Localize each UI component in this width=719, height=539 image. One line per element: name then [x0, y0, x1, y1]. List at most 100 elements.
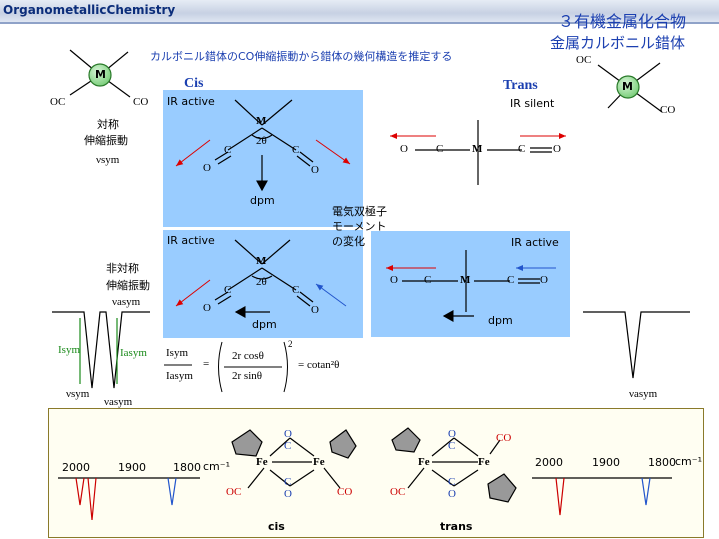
cis-bridge-c-bottom: C	[284, 476, 292, 488]
panel-cis-asym	[163, 230, 363, 338]
cis-bridge-o-top: O	[284, 428, 292, 440]
spectrum-nu-sym: νsym	[66, 388, 90, 400]
right-oc-label: OC	[576, 54, 592, 66]
trans-tick-1800: 1800	[648, 456, 676, 469]
nu-sym-label: νsym	[96, 154, 120, 166]
trans-c2: C	[518, 143, 526, 155]
cis-asym-angle: 2θ	[256, 276, 267, 288]
cis-tick-1900: 1900	[118, 461, 146, 474]
cis-asym-ir-active-label: IR active	[167, 234, 215, 247]
eq-rhs: = cotan²θ	[298, 359, 340, 371]
sym-stretch-label-1: 対称	[97, 118, 119, 131]
trans-asym-dpm-label: dpm	[488, 314, 513, 327]
trans-spectrum	[532, 477, 672, 516]
dipole-note: 電気双極子モーメントの変化	[332, 205, 387, 248]
panel-trans-asym	[371, 231, 570, 337]
i-sym-label: Isym	[58, 344, 80, 356]
left-oc-label: OC	[50, 96, 66, 108]
cis-co-terminal: CO	[337, 486, 353, 498]
header-divider	[0, 22, 719, 24]
right-co-label: CO	[660, 104, 676, 116]
trans-tick-1900: 1900	[592, 456, 620, 469]
trans-co-terminal: CO	[496, 432, 512, 444]
trans-caption: trans	[440, 520, 473, 533]
trans-heading: Trans	[503, 78, 538, 93]
eq-equals: =	[203, 358, 210, 370]
eq-i-asym: Iasym	[166, 370, 193, 382]
cis-heading: Cis	[184, 76, 204, 91]
trans-tick-2000: 2000	[535, 456, 563, 469]
left-ir-spectrum	[52, 311, 150, 389]
cis-dpm-label: dpm	[250, 194, 275, 207]
trans-bridge-c-top: C	[448, 440, 456, 452]
eq-numerator: 2r cosθ	[232, 350, 264, 362]
left-metal-label: M	[95, 68, 106, 81]
cis-asym-o2: O	[311, 304, 319, 316]
trans-ir-silent-label: IR silent	[510, 97, 555, 110]
cis-c1: C	[224, 144, 232, 156]
cis-oc-terminal: OC	[226, 486, 242, 498]
asym-stretch-label-2: 伸縮振動	[106, 279, 150, 292]
trans-oc-terminal: OC	[390, 486, 406, 498]
trans-asym-c2: C	[507, 274, 515, 286]
trans-asym-c1: C	[424, 274, 432, 286]
cis-spectrum	[58, 477, 200, 521]
header-bar	[0, 0, 719, 22]
left-co-label: CO	[133, 96, 149, 108]
cis-sym-diagram	[214, 99, 314, 192]
cis-asym-diagram	[214, 239, 314, 318]
cis-caption: cis	[268, 520, 285, 533]
trans-fe2-structure	[391, 427, 517, 503]
cis-o2: O	[311, 164, 319, 176]
trans-o1: O	[400, 143, 408, 155]
trans-o2: O	[553, 143, 561, 155]
spectrum-nu-asym: νasym	[104, 396, 133, 408]
trans-sym-diagram	[415, 120, 552, 185]
sym-stretch-label-2: 伸縮振動	[84, 134, 128, 147]
cis-bridge-c-top: C	[284, 440, 292, 452]
trans-asym-diagram	[402, 250, 540, 322]
asym-stretch-label-1: 非対称	[106, 262, 139, 275]
trans-asym-o2: O	[540, 274, 548, 286]
slide-caption: カルボニル錯体のCO伸縮振動から錯体の幾何構造を推定する	[150, 50, 453, 63]
right-spectrum-nu-asym: νasym	[629, 388, 658, 400]
spectra-box	[48, 408, 704, 538]
cis-ir-active-label: IR active	[167, 95, 215, 108]
cis-fe1: Fe	[256, 456, 268, 468]
trans-metal: M	[472, 143, 483, 155]
cis-tick-1800: 1800	[173, 461, 201, 474]
trans-bridge-c-bottom: C	[448, 476, 456, 488]
trans-unit: cm⁻¹	[675, 455, 702, 468]
slide-title: ３有機金属化合物	[558, 12, 687, 31]
cis-o1: O	[203, 162, 211, 174]
cis-tick-2000: 2000	[62, 461, 90, 474]
trans-bridge-o-top: O	[448, 428, 456, 440]
trans-fe2: Fe	[478, 456, 490, 468]
panel-cis-sym	[163, 90, 363, 227]
right-ir-spectrum	[583, 311, 690, 379]
cis-angle: 2θ	[256, 135, 267, 147]
cis-fe2: Fe	[313, 456, 325, 468]
cis-unit: cm⁻¹	[203, 460, 230, 473]
trans-asym-o1: O	[390, 274, 398, 286]
header-logo: OrganometallicChemistry	[3, 3, 176, 17]
right-metal-label: M	[622, 80, 633, 93]
cis-asym-o1: O	[203, 302, 211, 314]
cis-bridge-o-bottom: O	[284, 488, 292, 500]
right-metal-complex	[597, 62, 663, 113]
eq-denominator: 2r sinθ	[232, 370, 263, 382]
trans-asym-metal: M	[460, 274, 471, 286]
trans-c1: C	[436, 143, 444, 155]
intensity-arrows	[79, 318, 118, 384]
cis-fe2-structure	[231, 429, 357, 489]
cis-asym-metal: M	[256, 255, 267, 267]
equation-graphics	[164, 341, 288, 393]
trans-fe1: Fe	[418, 456, 430, 468]
trans-asym-ir-active-label: IR active	[511, 236, 559, 249]
nu-asym-label: νasym	[112, 296, 141, 308]
cis-asym-c1: C	[224, 284, 232, 296]
cis-asym-c2: C	[292, 284, 300, 296]
slide-subtitle: 金属カルボニル錯体	[550, 34, 686, 52]
cis-c2: C	[292, 144, 300, 156]
